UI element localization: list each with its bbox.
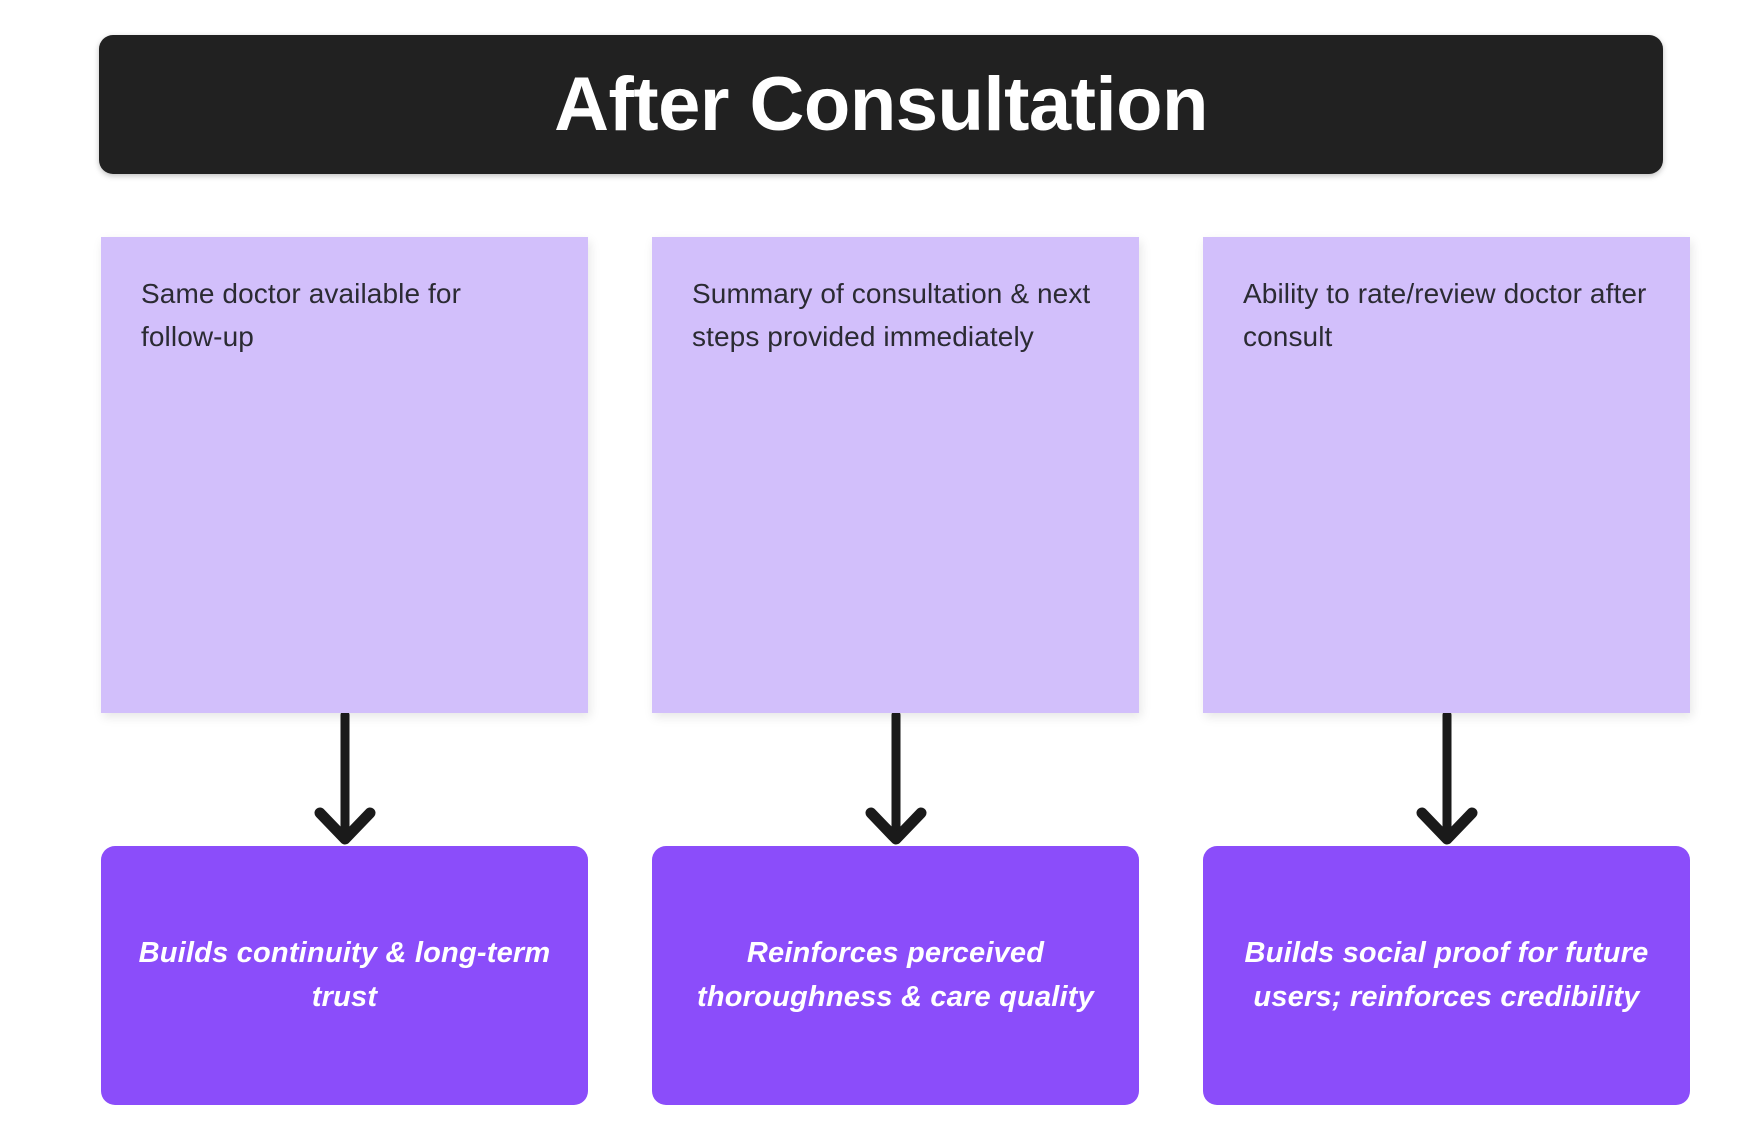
arrow-connector xyxy=(1203,713,1690,846)
outcome-box: Reinforces perceived thoroughness & care… xyxy=(652,846,1139,1105)
header-banner: After Consultation xyxy=(99,35,1663,174)
down-arrow-icon xyxy=(1416,713,1477,845)
column-1: Same doctor available for follow-up Buil… xyxy=(101,237,588,1105)
feature-card-text: Summary of consultation & next steps pro… xyxy=(692,278,1091,352)
outcome-box-text: Builds continuity & long-term trust xyxy=(138,937,551,1013)
feature-card: Same doctor available for follow-up xyxy=(101,237,588,713)
page-title: After Consultation xyxy=(554,61,1208,147)
feature-card-text: Same doctor available for follow-up xyxy=(141,278,462,352)
arrow-connector xyxy=(652,713,1139,846)
outcome-box-text: Reinforces perceived thoroughness & care… xyxy=(697,937,1094,1013)
column-2: Summary of consultation & next steps pro… xyxy=(652,237,1139,1105)
outcome-box: Builds continuity & long-term trust xyxy=(101,846,588,1105)
down-arrow-icon xyxy=(865,713,926,845)
column-3: Ability to rate/review doctor after cons… xyxy=(1203,237,1690,1105)
feature-card-text: Ability to rate/review doctor after cons… xyxy=(1243,278,1647,352)
feature-card: Summary of consultation & next steps pro… xyxy=(652,237,1139,713)
outcome-box: Builds social proof for future users; re… xyxy=(1203,846,1690,1105)
feature-card: Ability to rate/review doctor after cons… xyxy=(1203,237,1690,713)
down-arrow-icon xyxy=(314,713,375,845)
outcome-box-text: Builds social proof for future users; re… xyxy=(1244,937,1649,1013)
arrow-connector xyxy=(101,713,588,846)
